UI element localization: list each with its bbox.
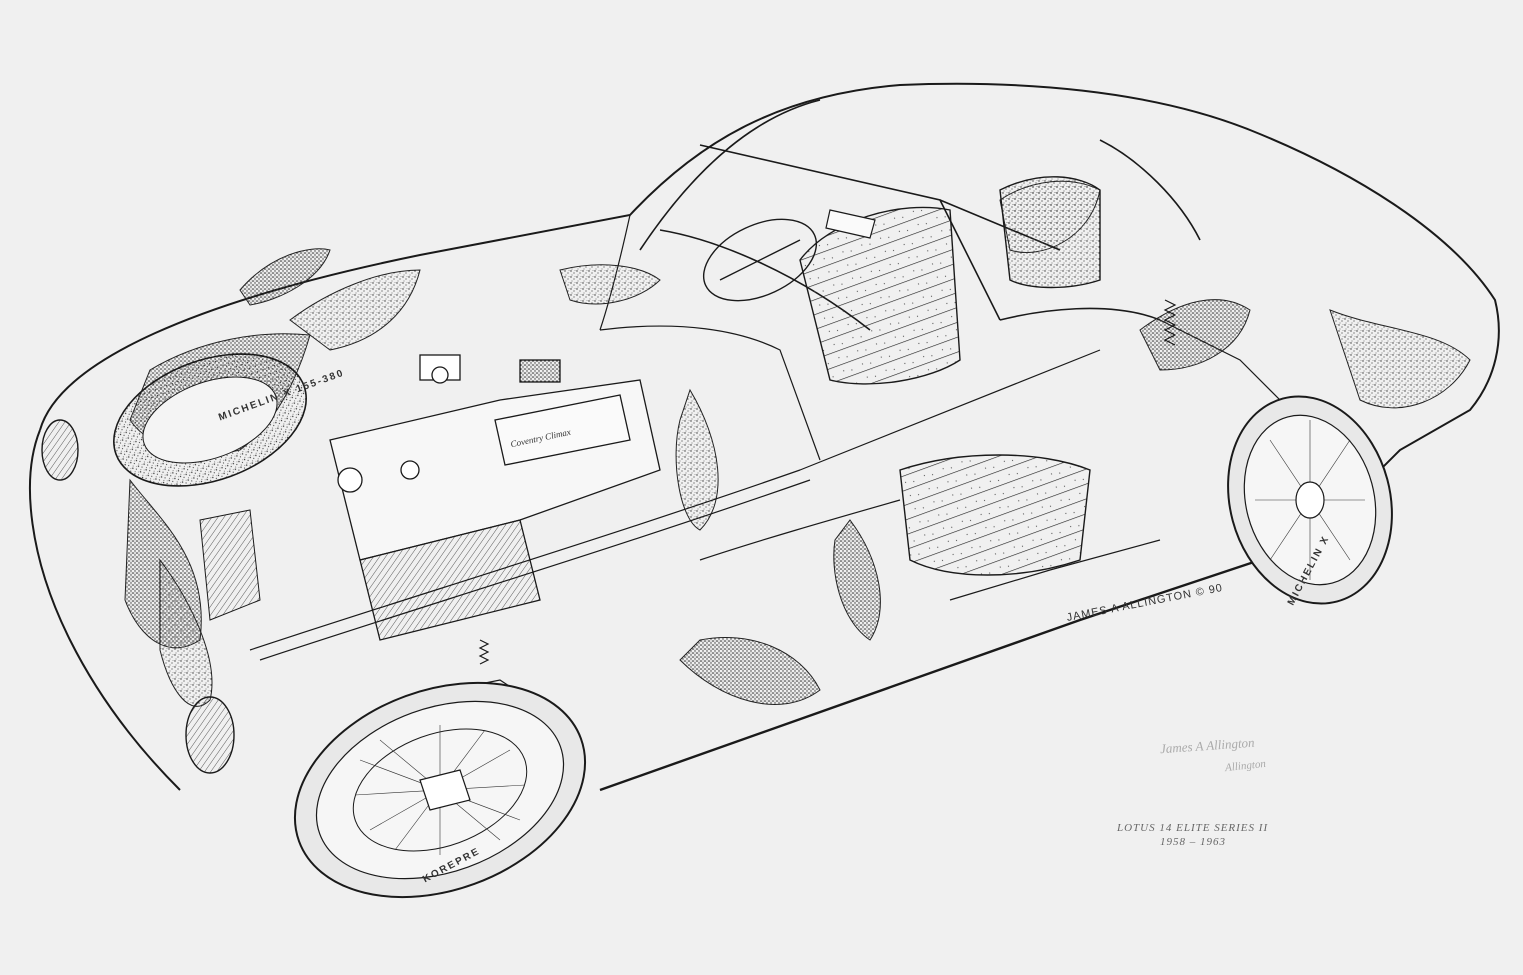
engine-block <box>329 354 661 641</box>
windscreen-frame <box>639 99 1201 331</box>
radiator <box>199 509 261 621</box>
steering-wheel <box>702 218 818 302</box>
headlights <box>41 419 235 774</box>
rear-wheel <box>1227 395 1393 605</box>
caption-title: LOTUS 14 ELITE SERIES II <box>1117 822 1269 834</box>
rear-spring <box>478 299 1177 665</box>
caption-years: 1958 – 1963 <box>1160 836 1226 848</box>
front-wheel <box>293 681 587 899</box>
mirror <box>825 209 876 239</box>
spare-wheel <box>113 353 307 487</box>
seats <box>799 176 1101 576</box>
